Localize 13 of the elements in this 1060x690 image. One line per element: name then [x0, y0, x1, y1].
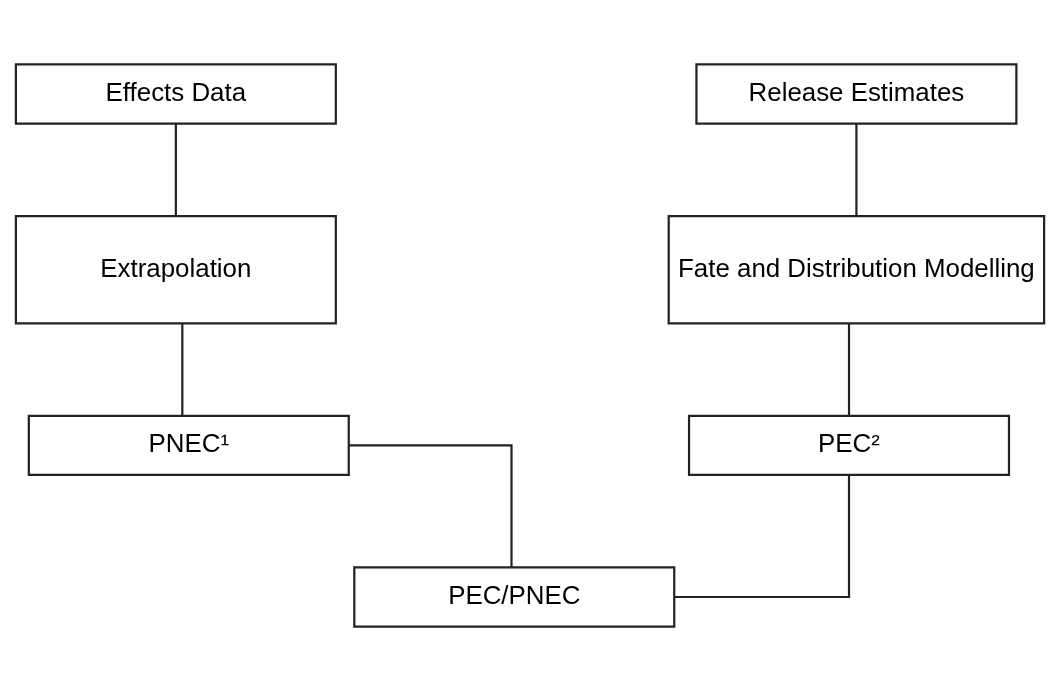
node-box: PEC²	[687, 414, 1011, 476]
connector	[674, 474, 851, 598]
connector	[855, 123, 858, 216]
connector	[349, 443, 513, 567]
node-box: Fate and Distribution Modelling	[667, 214, 1046, 324]
node-box: Effects Data	[14, 62, 337, 125]
connector	[174, 123, 177, 216]
connector	[847, 322, 851, 415]
node-box: Extrapolation	[14, 214, 337, 324]
node-box: PEC/PNEC	[353, 565, 676, 628]
node-box: PNEC¹	[27, 414, 350, 476]
node-box: Release Estimates	[695, 62, 1018, 125]
connector	[181, 322, 184, 415]
